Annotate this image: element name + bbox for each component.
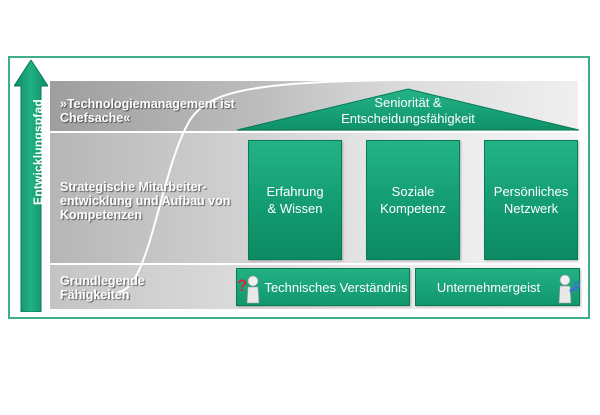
thinking-figure-icon: ? xyxy=(237,275,260,304)
pillar-label-line1: Erfahrung xyxy=(266,184,324,199)
roof-label-line2: Entscheidungsfähigkeit xyxy=(341,111,475,126)
pillar-social-competence: Soziale Kompetenz xyxy=(366,140,460,260)
axis-label: Entwicklungspfad xyxy=(31,99,45,205)
pillar-label-line1: Soziale xyxy=(391,184,435,199)
development-arrow xyxy=(13,59,49,313)
pillar-label-line1: Persönliches xyxy=(493,184,569,199)
foundation-label: Technisches Verständnis xyxy=(264,279,408,295)
foundation-label: Unternehmergeist xyxy=(436,279,541,295)
level-label-middle: Strategische Mitarbeiter-entwicklung und… xyxy=(60,180,231,222)
roof-label-line1: Seniorität & xyxy=(374,95,442,110)
svg-text:?: ? xyxy=(237,276,247,295)
pillar-experience: Erfahrung & Wissen xyxy=(248,140,342,260)
pillar-label-line2: & Wissen xyxy=(267,201,323,216)
foundation-technical-understanding: Technisches Verständnis xyxy=(236,268,410,306)
pillar-label-line2: Kompetenz xyxy=(380,201,446,216)
pillar-label-line2: Netzwerk xyxy=(503,201,559,216)
foundation-entrepreneurship: Unternehmergeist xyxy=(415,268,580,306)
level-label-top: »Technologiemanagement ist Chefsache« xyxy=(60,97,235,125)
pillar-network: Persönliches Netzwerk xyxy=(484,140,578,260)
level-label-bottom: Grundlegende Fähigkeiten xyxy=(60,274,145,302)
roof-label: Seniorität & Entscheidungsfähigkeit xyxy=(236,95,580,127)
roof-triangle xyxy=(236,88,580,131)
figure-with-key-icon xyxy=(558,274,580,304)
